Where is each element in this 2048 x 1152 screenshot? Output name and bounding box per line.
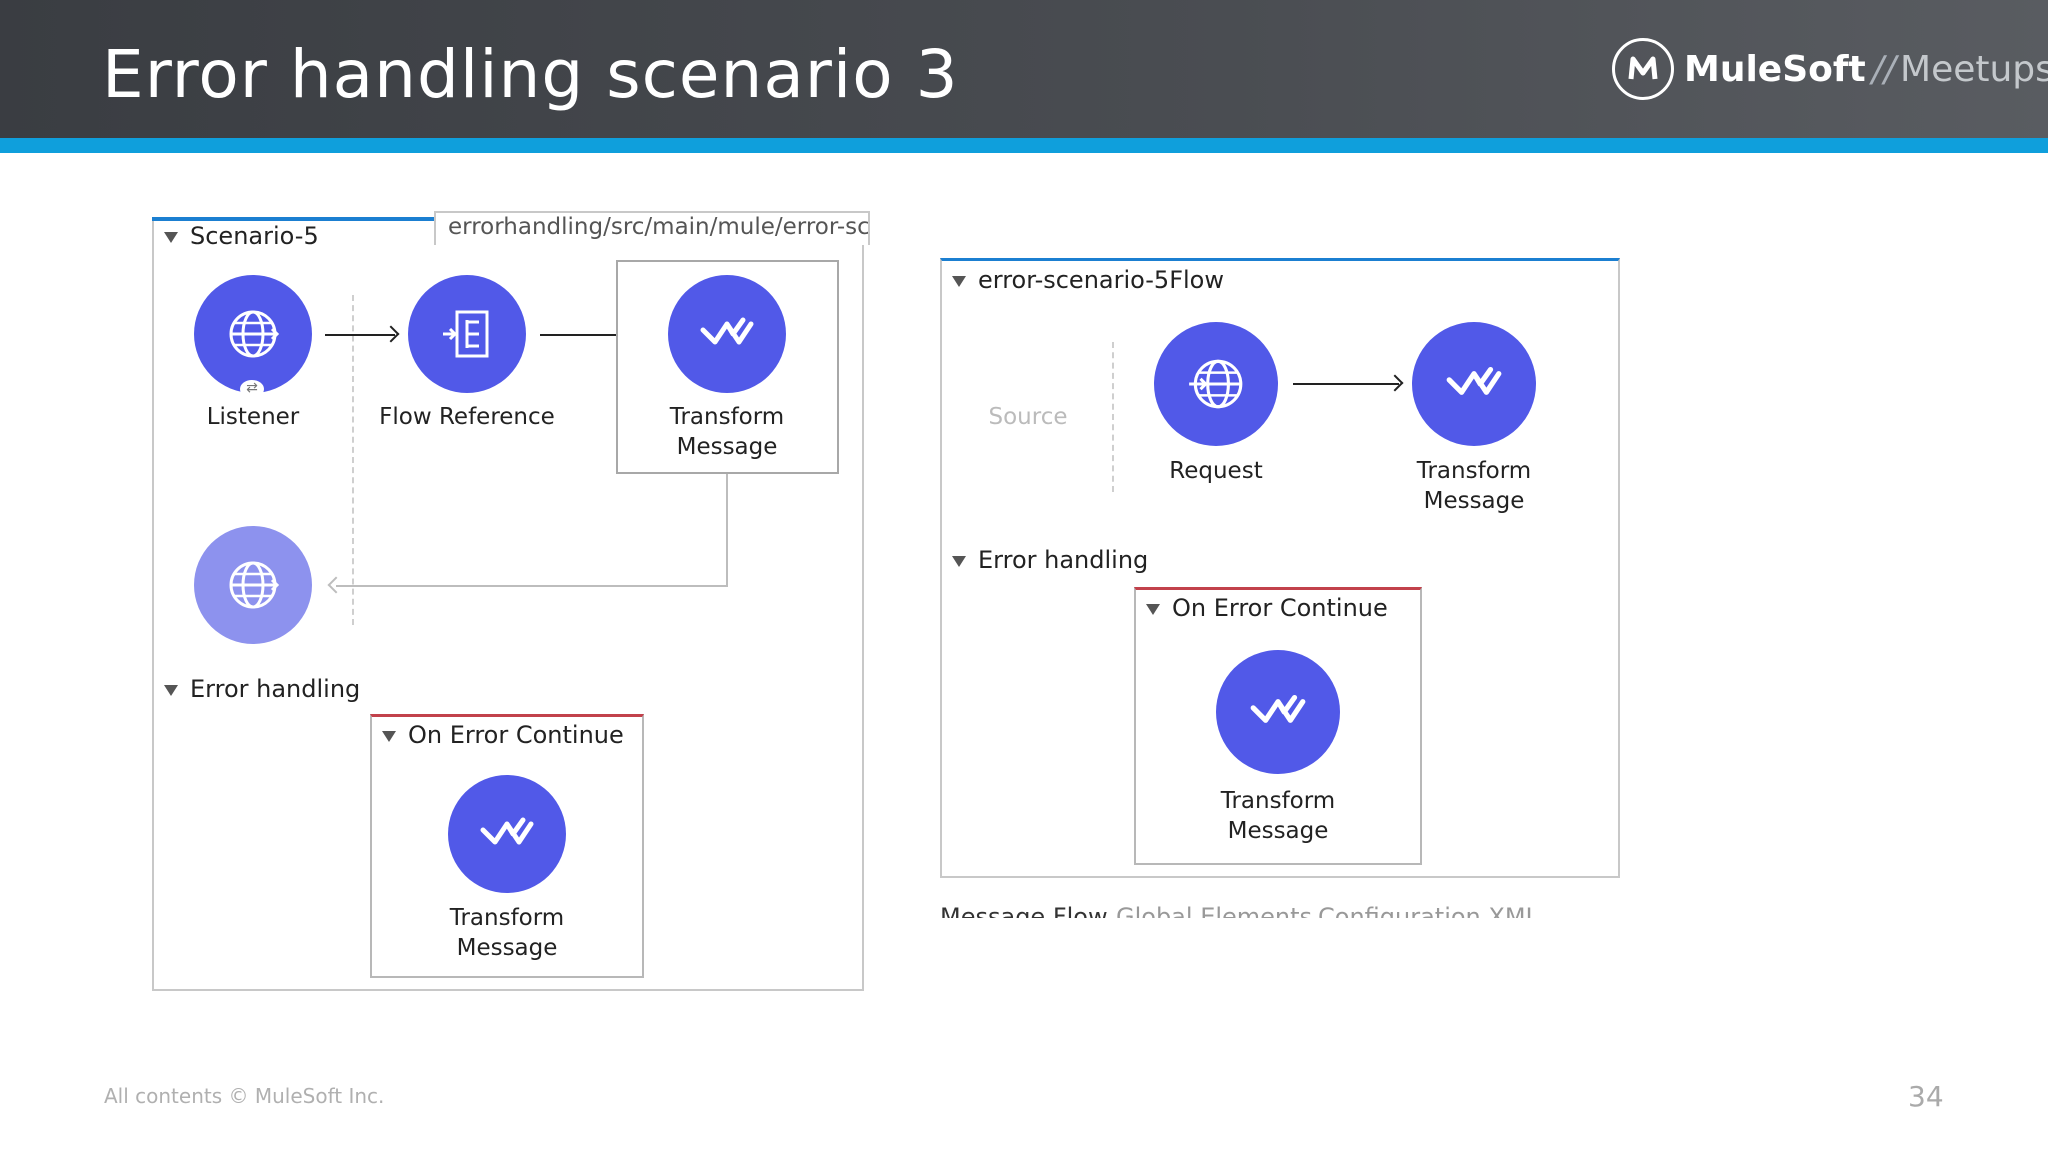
- mulesoft-logo-icon: [1612, 38, 1674, 100]
- flow-selected-indicator: [152, 217, 434, 221]
- transform-label-line2: Message: [1423, 488, 1525, 514]
- on-error-continue-label: On Error Continue: [1172, 594, 1388, 622]
- transform-label-line1: Transform: [669, 404, 785, 430]
- error-handling-header-right[interactable]: Error handling: [952, 546, 1148, 574]
- source-divider: [352, 295, 354, 625]
- error-transform-line2: Message: [456, 935, 558, 961]
- globe-icon: [229, 310, 280, 358]
- collapse-triangle-icon[interactable]: [164, 684, 178, 696]
- globe-icon: [1189, 359, 1243, 409]
- mulesoft-meetups-logo: MuleSoft // Meetups: [1612, 34, 2048, 104]
- transform-icon: [1250, 694, 1306, 723]
- request-node[interactable]: [1154, 322, 1278, 446]
- on-error-continue-header-right[interactable]: On Error Continue: [1146, 594, 1388, 622]
- transform-message-node[interactable]: [668, 275, 786, 393]
- error-transform-message-node-right[interactable]: [1216, 650, 1340, 774]
- tab-message-flow[interactable]: Message Flow: [940, 903, 1108, 918]
- flow-header-scenario-5[interactable]: Scenario-5: [164, 222, 319, 250]
- error-handling-label: Error handling: [978, 546, 1149, 574]
- return-connector-vertical: [726, 474, 728, 586]
- error-transform-label-left: Transform Message: [427, 903, 587, 963]
- source-placeholder[interactable]: Source: [988, 404, 1068, 430]
- error-handling-label: Error handling: [190, 675, 361, 703]
- error-transform-message-node-left[interactable]: [448, 775, 566, 893]
- collapse-triangle-icon[interactable]: [164, 231, 178, 243]
- flow-reference-label: Flow Reference: [379, 404, 555, 430]
- arrow-request-to-transform: [1293, 383, 1399, 385]
- logo-suffix: Meetups: [1900, 48, 2048, 90]
- file-path-text: errorhandling/src/main/mule/error-scei: [448, 214, 870, 240]
- transform-message-label-right: Transform Message: [1394, 456, 1554, 516]
- slide-header: [0, 0, 2048, 138]
- file-path-tab[interactable]: errorhandling/src/main/mule/error-scei: [434, 211, 870, 245]
- editor-bottom-tabs: Message Flow Global Elements Configurati…: [940, 900, 1540, 918]
- arrow-flowref-to-transform: [540, 334, 655, 336]
- logo-separator: //: [1871, 48, 1897, 90]
- header-accent-bar: [0, 138, 2048, 153]
- listener-response-node[interactable]: [194, 526, 312, 644]
- flow-header-error-scenario-5flow[interactable]: error-scenario-5Flow: [952, 266, 1224, 294]
- flow-reference-icon: [443, 310, 489, 358]
- tab-global-elements[interactable]: Global Elements: [1116, 903, 1313, 918]
- source-divider-right: [1112, 342, 1114, 492]
- flow-name: Scenario-5: [190, 222, 319, 250]
- arrow-listener-to-flowref: [325, 334, 395, 336]
- request-label: Request: [1169, 458, 1263, 484]
- error-transform-line1: Transform: [449, 905, 565, 931]
- transform-message-node-right[interactable]: [1412, 322, 1536, 446]
- logo-brand: MuleSoft: [1684, 48, 1866, 90]
- copyright-footer: All contents © MuleSoft Inc.: [104, 1084, 385, 1108]
- listener-node[interactable]: [194, 275, 312, 393]
- error-transform-label-right: Transform Message: [1198, 786, 1358, 846]
- error-transform-line1: Transform: [1220, 788, 1336, 814]
- return-connector-horizontal: [336, 585, 728, 587]
- tab-configuration-xml[interactable]: Configuration XML: [1318, 903, 1539, 918]
- on-error-continue-label: On Error Continue: [408, 721, 624, 749]
- globe-icon: [229, 561, 280, 609]
- error-handling-header-left[interactable]: Error handling: [164, 675, 360, 703]
- flow-reference-node[interactable]: [408, 275, 526, 393]
- transform-message-label: Transform Message: [647, 402, 807, 462]
- error-transform-line2: Message: [1227, 818, 1329, 844]
- page-number: 34: [1908, 1080, 1944, 1113]
- transform-label-line2: Message: [676, 434, 778, 460]
- transform-icon: [480, 817, 534, 845]
- on-error-continue-header-left[interactable]: On Error Continue: [382, 721, 624, 749]
- collapse-triangle-icon[interactable]: [952, 275, 966, 287]
- transform-icon: [1446, 366, 1502, 395]
- listener-label: Listener: [206, 404, 300, 430]
- transform-icon: [700, 317, 754, 345]
- collapse-triangle-icon[interactable]: [1146, 603, 1160, 615]
- collapse-triangle-icon[interactable]: [952, 555, 966, 567]
- transform-label-line1: Transform: [1416, 458, 1532, 484]
- exchange-arrows-icon: ⇄: [240, 380, 264, 398]
- collapse-triangle-icon[interactable]: [382, 730, 396, 742]
- flow-name: error-scenario-5Flow: [978, 266, 1224, 294]
- slide-title: Error handling scenario 3: [102, 36, 959, 113]
